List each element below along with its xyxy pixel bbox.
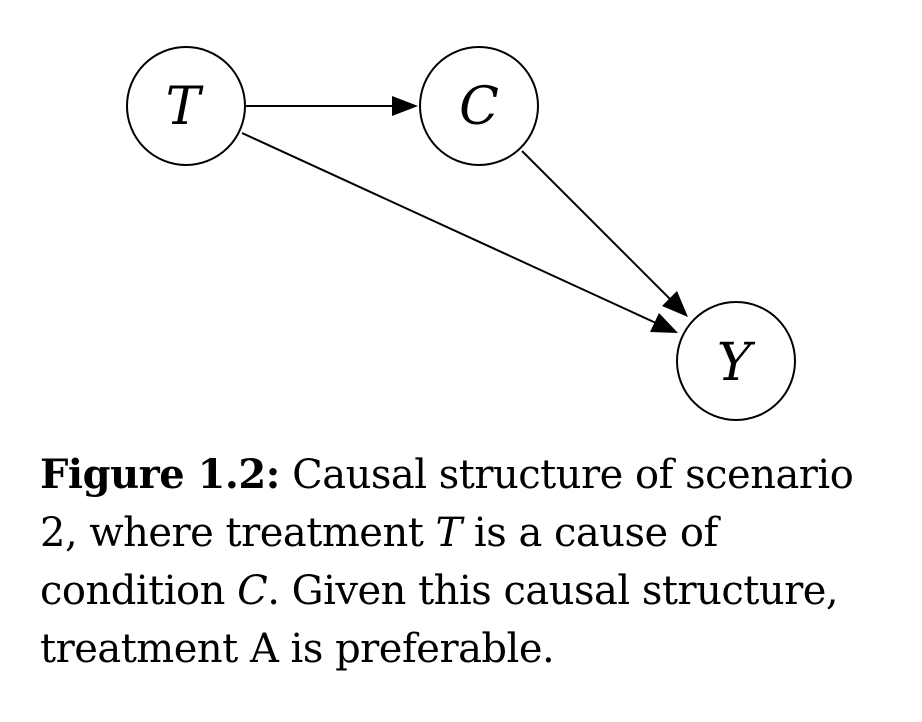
node-t: T	[126, 46, 246, 166]
caption-text-1: Causal structure of scenario 2, where tr…	[40, 452, 854, 556]
causal-diagram: T C Y	[126, 46, 796, 421]
caption-text-2: is a cause of condition	[40, 510, 718, 614]
caption-text-3: . Given this causal structure, treatment…	[40, 568, 839, 672]
node-t-label: T	[166, 77, 204, 137]
node-y-label: Y	[717, 333, 756, 393]
node-c: C	[419, 46, 539, 166]
caption-label: Figure 1.2:	[40, 451, 280, 498]
edge-c-to-y	[521, 150, 688, 317]
node-c-label: C	[459, 77, 499, 137]
edge-t-to-y	[241, 132, 678, 333]
node-y: Y	[676, 301, 796, 421]
edge-t-to-c	[246, 96, 418, 116]
caption-variable-c: C	[237, 568, 268, 614]
caption-variable-t: T	[435, 510, 463, 556]
figure-caption: Figure 1.2: Causal structure of scenario…	[40, 446, 900, 678]
